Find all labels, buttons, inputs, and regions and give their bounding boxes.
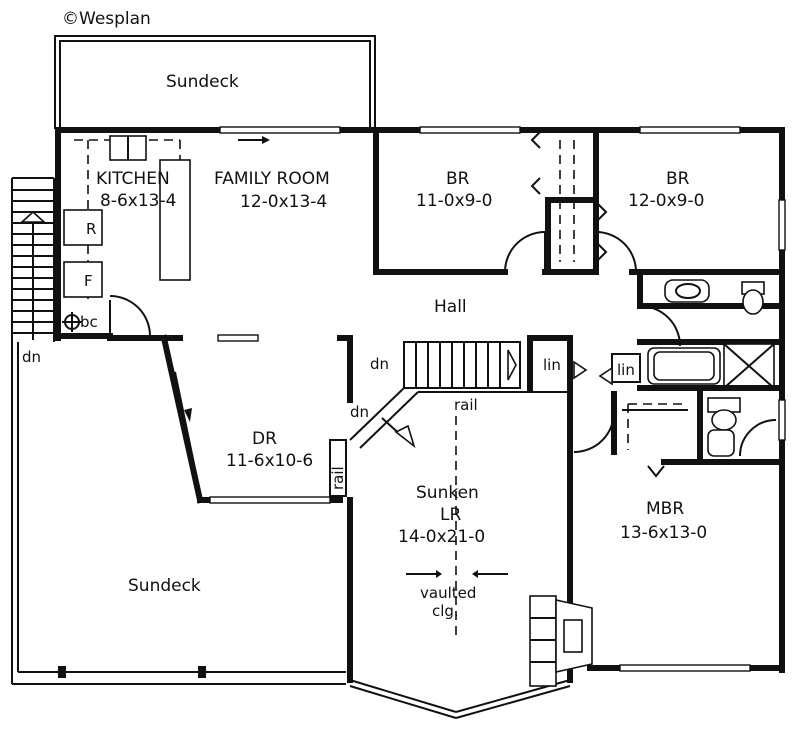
sundeck-left-label: Sundeck — [128, 576, 201, 596]
refrigerator-label: R — [86, 220, 96, 238]
bedroom-walls — [373, 127, 785, 275]
kitchen-label: KITCHEN — [96, 169, 170, 189]
hall-label: Hall — [434, 297, 467, 317]
fireplace — [529, 595, 593, 687]
broom-closet-label: bc — [80, 313, 98, 331]
main-stair-dn-label: dn — [370, 355, 389, 373]
lr-steps: dn — [350, 403, 416, 449]
slider-arrow — [238, 136, 270, 144]
br2-label: BR — [666, 169, 690, 189]
kitchen-size: 8-6x13-4 — [100, 191, 176, 211]
master-bedroom: MBR 13-6x13-0 — [573, 391, 779, 543]
br1-label: BR — [446, 169, 470, 189]
outer-stair-dn-label: dn — [22, 348, 41, 366]
lr-dn-label: dn — [350, 403, 369, 421]
copyright-mark: ©Wesplan — [62, 9, 151, 29]
rail-side-label: rail — [329, 466, 347, 490]
dr-size: 11-6x10-6 — [226, 451, 313, 471]
lr-label: Sunken — [416, 483, 479, 503]
family-room-label: FAMILY ROOM — [214, 169, 330, 189]
outer-stair: dn — [11, 177, 55, 366]
lr-size: 14-0x21-0 — [398, 527, 485, 547]
dr-label: DR — [252, 429, 277, 449]
linen2-label: lin — [617, 361, 635, 379]
refrigerator — [63, 209, 103, 246]
rail-top-label: rail — [454, 396, 478, 414]
family-room-size: 12-0x13-4 — [240, 192, 327, 212]
main-stair: dn — [349, 341, 521, 449]
vaulted-label: vaulted — [420, 584, 476, 602]
mbr-label: MBR — [646, 499, 684, 519]
hall-walls — [107, 334, 573, 403]
linen1-label: lin — [543, 356, 561, 374]
freezer-label: F — [84, 272, 93, 290]
bathroom — [637, 273, 779, 391]
linen-closets: lin lin — [543, 353, 641, 386]
lr-label2: LR — [440, 505, 461, 525]
sundeck-top: Sundeck — [54, 35, 376, 129]
mbr-size: 13-6x13-0 — [620, 523, 707, 543]
sundeck-top-label: Sundeck — [166, 72, 239, 92]
freezer — [63, 261, 103, 298]
kitchen-fixtures: R F bc KITCHEN 8-6x13-4 — [62, 135, 191, 338]
clg-label: clg. — [432, 602, 459, 620]
dining-room: rail DR 11-6x10-6 — [160, 334, 347, 504]
top-windows — [219, 126, 786, 672]
bedroom-doors — [504, 131, 637, 273]
br2-size: 12-0x9-0 — [628, 191, 704, 211]
sundeck-left: Sundeck — [11, 342, 346, 685]
br1-size: 11-0x9-0 — [416, 191, 492, 211]
